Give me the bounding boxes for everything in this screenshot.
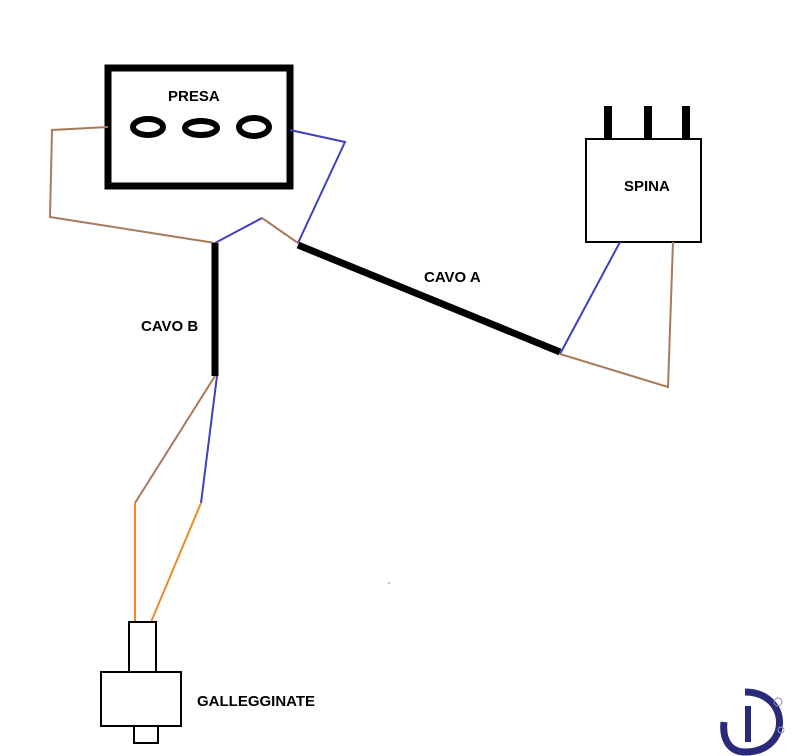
junction-blue-wire — [214, 217, 263, 244]
cavo-b-label: CAVO B — [141, 318, 198, 335]
cavo-a-label: CAVO A — [424, 269, 481, 286]
float-orange-wire-right — [150, 502, 202, 623]
float-body — [100, 671, 182, 727]
junction-brown-wire — [261, 217, 299, 244]
float-base — [133, 725, 159, 744]
stray-dot — [388, 582, 390, 584]
cavo-a-cable — [296, 241, 562, 356]
presa-label: PRESA — [168, 88, 220, 105]
spina-blue-wire — [559, 241, 621, 355]
presa-blue-wire — [289, 129, 347, 244]
float-brown-wire — [134, 375, 216, 504]
forum-logo-icon — [720, 688, 785, 756]
spina-box — [585, 138, 702, 243]
spina-label: SPINA — [624, 178, 670, 195]
presa-socket: PRESA — [104, 64, 294, 190]
presa-hole-left — [130, 116, 166, 138]
galleggiante-float: GALLEGGINATE — [100, 621, 315, 744]
galleggiante-label: GALLEGGINATE — [197, 693, 315, 710]
spina-brown-wire — [559, 241, 674, 389]
presa-hole-right — [236, 115, 272, 139]
float-blue-wire — [200, 375, 218, 504]
presa-brown-wire — [48, 126, 216, 244]
presa-hole-center — [182, 118, 220, 138]
float-stem — [128, 621, 157, 673]
spina-plug: SPINA — [585, 106, 702, 243]
